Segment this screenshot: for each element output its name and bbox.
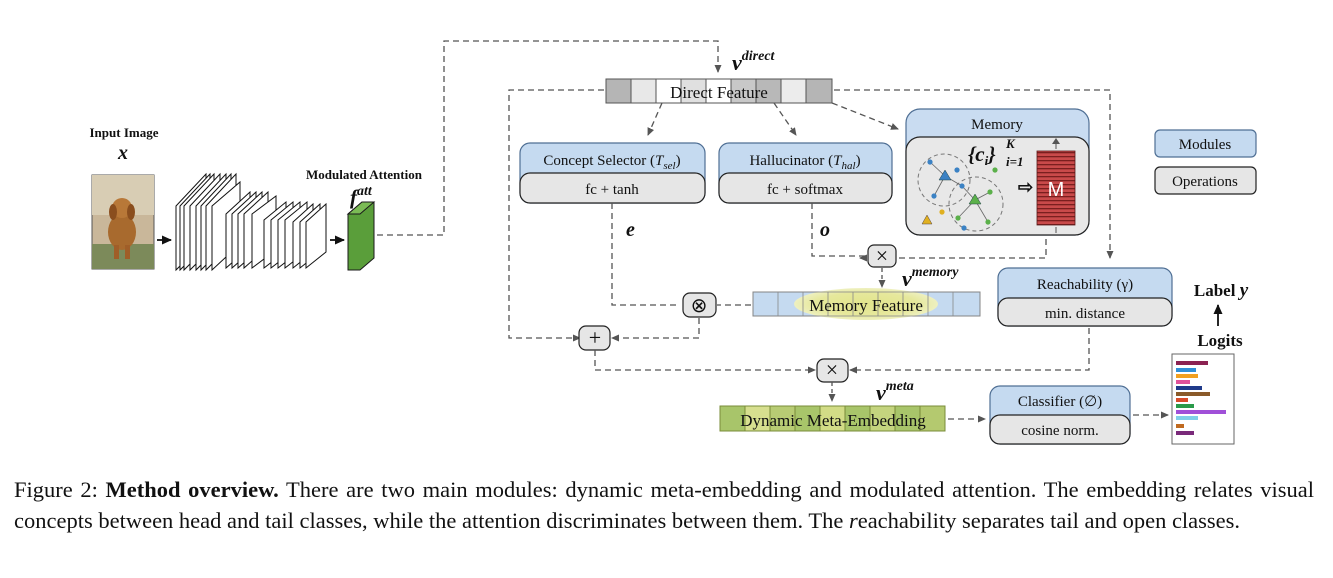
label-y: Label y [1194, 280, 1249, 301]
caption-prefix: Figure 2: [14, 477, 106, 502]
svg-text:cosine norm.: cosine norm. [1021, 423, 1098, 439]
svg-text:M: M [1048, 179, 1065, 201]
v-meta-var: vmeta [876, 379, 914, 405]
plus-op: + [578, 325, 611, 351]
svg-text:Concept Selector (Tsel): Concept Selector (Tsel) [543, 153, 680, 172]
memory-to-times-line [859, 239, 1047, 262]
reachability-module: Reachability (γ) min. distance [997, 267, 1173, 327]
caption-part2: eachability separates tail and open clas… [857, 508, 1241, 533]
selector-to-otimes-line [611, 203, 679, 306]
memory-feature-label: Memory Feature [809, 296, 923, 315]
svg-text:i=1: i=1 [1006, 154, 1024, 169]
meta-embedding-label: Dynamic Meta-Embedding [740, 411, 926, 430]
svg-text:⊗: ⊗ [691, 293, 708, 317]
plus-to-times-line [594, 350, 816, 374]
input-image-label: Input Image [90, 125, 159, 140]
svg-text:Operations: Operations [1172, 174, 1238, 190]
cnn-backbone [175, 172, 327, 272]
direct-to-memory-arrow [831, 102, 899, 130]
otimes-op: ⊗ [682, 292, 717, 318]
memory-module: Memory {ci} K i=1 ⇨ M [905, 108, 1090, 236]
e-var: e [626, 219, 635, 241]
svg-text:Modules: Modules [1179, 137, 1232, 153]
svg-text:Memory: Memory [971, 117, 1023, 133]
hallucinator-to-times-line [811, 203, 868, 257]
svg-text:Hallucinator (Thal): Hallucinator (Thal) [749, 153, 860, 172]
svg-text:Classifier (∅): Classifier (∅) [1018, 394, 1102, 410]
svg-text:⇨: ⇨ [1018, 177, 1033, 197]
modulated-attention-label: Modulated Attention [306, 167, 423, 182]
otimes-to-plus-line [611, 318, 700, 342]
svg-text:fc + softmax: fc + softmax [767, 182, 843, 198]
times-op-meta: × [816, 357, 849, 383]
legend-modules: Modules [1154, 129, 1257, 158]
memory-feature-bar [752, 288, 981, 320]
direct-to-hallucinator-arrow [773, 102, 797, 136]
svg-text:Reachability (γ): Reachability (γ) [1037, 277, 1133, 293]
svg-text:min. distance: min. distance [1045, 306, 1125, 322]
reachability-to-times-line [849, 328, 1090, 374]
direct-feature-label: Direct Feature [670, 83, 768, 102]
logits-chart [1171, 353, 1235, 445]
direct-feature-bar [605, 78, 833, 104]
figure-caption: Figure 2: Method overview. There are two… [14, 474, 1314, 536]
caption-part1: There are two main modules: dynamic meta… [14, 477, 1314, 533]
attention-to-direct-line [377, 40, 722, 236]
input-image-var: x [117, 142, 128, 164]
classifier-module: Classifier (∅) cosine norm. [989, 385, 1131, 445]
svg-text:{ci}: {ci} [968, 142, 996, 168]
v-memory-var: vmemory [902, 265, 959, 291]
meta-embedding-bar [719, 405, 946, 432]
direct-to-reachability-line [834, 89, 1114, 259]
logits-label: Logits [1197, 331, 1243, 350]
o-var: o [820, 219, 830, 241]
direct-to-selector-arrow [647, 102, 663, 136]
caption-italic: r [848, 508, 858, 533]
dog-photo [91, 174, 155, 270]
method-diagram: Input Image x Modulated A [90, 40, 1257, 445]
svg-text:+: + [589, 325, 601, 350]
legend-operations: Operations [1154, 166, 1257, 195]
svg-text:×: × [876, 243, 888, 268]
v-direct-var: vdirect [732, 49, 776, 75]
hallucinator-module: Hallucinator (Thal) fc + softmax [718, 142, 893, 204]
svg-text:fc + tanh: fc + tanh [585, 182, 639, 198]
caption-bold: Method overview. [105, 477, 279, 502]
svg-text:K: K [1005, 136, 1016, 151]
f-att-var: fatt [350, 184, 373, 209]
svg-text:×: × [826, 357, 838, 382]
times-op-memory: × [867, 243, 897, 268]
concept-selector-module: Concept Selector (Tsel) fc + tanh [519, 142, 706, 204]
direct-to-plus-line [508, 89, 604, 342]
